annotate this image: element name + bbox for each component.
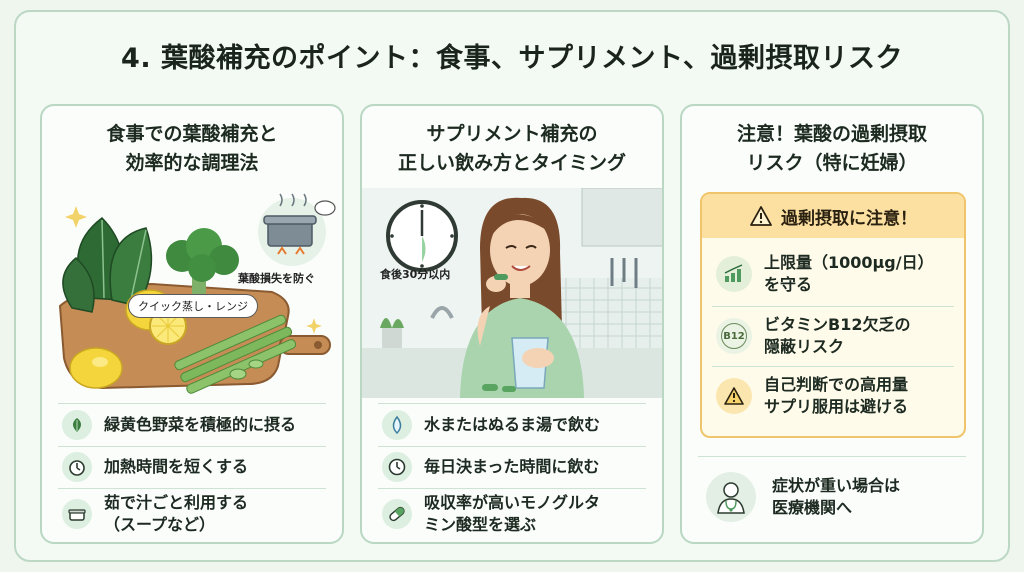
list-item: 吸収率が高いモノグルタ ミン酸型を選ぶ	[382, 492, 652, 536]
item-text-line-1: 茹で汁ごと利用する	[104, 493, 249, 512]
list-item: 茹で汁ごと利用する （スープなど）	[62, 492, 332, 536]
warning-item-text: 自己判断での高用量 サプリ服用は避ける	[764, 374, 908, 418]
water-drop-icon	[382, 410, 412, 440]
divider	[698, 456, 966, 457]
item-text: 緑黄色野菜を積極的に摂る	[104, 415, 297, 434]
warning-item-text: 上限量（1000μg/日） を守る	[764, 252, 934, 296]
doctor-advice-text-line-2: 医療機関へ	[772, 498, 853, 517]
woman-taking-supplement-illustration	[362, 188, 662, 398]
warning-triangle-icon	[750, 206, 772, 226]
panel-supplement-title: サプリメント補充の 正しい飲み方とタイミング	[362, 120, 662, 178]
item-text-line-1: 吸収率が高いモノグルタ	[424, 493, 601, 512]
panel-risk-title-line-2: リスク（特に妊婦）	[746, 152, 918, 174]
warning-item-text: ビタミンB12欠乏の 隠蔽リスク	[764, 314, 910, 358]
panel-supplement-title-line-1: サプリメント補充の	[426, 123, 598, 145]
item-text: 毎日決まった時間に飲む	[424, 457, 600, 476]
warning-header-text: 過剰摂取に注意！	[781, 208, 917, 229]
divider	[58, 446, 326, 447]
pot-caption: 葉酸損失を防ぐ	[238, 272, 315, 285]
doctor-advice-text-line-1: 症状が重い場合は	[772, 476, 901, 495]
timer-icon	[62, 452, 92, 482]
divider	[378, 446, 646, 447]
vegetables-cutting-board-illustration	[58, 193, 336, 394]
page-title: 4. 葉酸補充のポイント：食事、サプリメント、過剰摂取リスク	[121, 43, 903, 74]
panel-diet-title: 食事での葉酸補充と 効率的な調理法	[42, 120, 342, 178]
divider	[58, 403, 326, 404]
warning-box: 過剰摂取に注意！ 上限量（1000μg/日） を守る B12 ビタミンB12欠乏…	[700, 192, 966, 438]
divider	[378, 488, 646, 489]
warning-item-text-line-1: 上限量（1000μg/日）	[764, 253, 934, 272]
warning-item: B12 ビタミンB12欠乏の 隠蔽リスク	[716, 314, 956, 358]
list-item: 加熱時間を短くする	[62, 452, 332, 482]
clock-caption: 食後30分以内	[380, 268, 451, 281]
panel-risk-title-line-1: 注意！葉酸の過剰摂取	[736, 123, 927, 145]
warning-header: 過剰摂取に注意！	[702, 194, 964, 238]
divider	[712, 306, 954, 307]
item-text-line-2: ミン酸型を選ぶ	[424, 515, 537, 534]
divider	[378, 403, 646, 404]
doctor-advice-item: 症状が重い場合は 医療機関へ	[706, 472, 972, 522]
list-item: 緑黄色野菜を積極的に摂る	[62, 410, 332, 440]
capsule-icon	[382, 499, 412, 529]
divider	[712, 366, 954, 367]
panel-supplement: サプリメント補充の 正しい飲み方とタイミング	[360, 104, 664, 544]
warning-item-text-line-2: 隠蔽リスク	[764, 337, 845, 356]
warning-item-text-line-1: 自己判断での高用量	[764, 375, 909, 394]
b12-icon: B12	[716, 318, 752, 354]
warning-item-text-line-2: サプリ服用は避ける	[764, 397, 909, 416]
warning-item-text-line-2: を守る	[764, 275, 813, 294]
panel-diet: 食事での葉酸補充と 効率的な調理法	[40, 104, 344, 544]
panel-supplement-title-line-2: 正しい飲み方とタイミング	[397, 152, 626, 174]
item-text: 加熱時間を短くする	[104, 457, 249, 476]
warning-triangle-icon	[716, 378, 752, 414]
spinach-leaf-icon	[62, 410, 92, 440]
soup-pot-icon	[62, 499, 92, 529]
item-text: 茹で汁ごと利用する （スープなど）	[104, 492, 248, 536]
item-text: 吸収率が高いモノグルタ ミン酸型を選ぶ	[424, 492, 600, 536]
list-item: 毎日決まった時間に飲む	[382, 452, 652, 482]
divider	[58, 488, 326, 489]
warning-item: 上限量（1000μg/日） を守る	[716, 252, 956, 296]
item-text: 水またはぬるま湯で飲む	[424, 415, 601, 434]
panel-diet-title-line-2: 効率的な調理法	[125, 152, 259, 174]
rising-chart-icon	[716, 256, 752, 292]
doctor-advice-text: 症状が重い場合は 医療機関へ	[772, 475, 900, 519]
warning-item-text-line-1: ビタミンB12欠乏の	[764, 315, 911, 334]
b12-icon-label: B12	[721, 323, 747, 349]
panel-overdose-risk: 注意！葉酸の過剰摂取 リスク（特に妊婦） 過剰摂取に注意！ 上限量（1000μg…	[680, 104, 984, 544]
doctor-icon	[706, 472, 756, 522]
warning-item: 自己判断での高用量 サプリ服用は避ける	[716, 374, 956, 418]
list-item: 水またはぬるま湯で飲む	[382, 410, 652, 440]
clock-icon	[382, 452, 412, 482]
panel-diet-title-line-1: 食事での葉酸補充と	[106, 123, 278, 145]
panel-risk-title: 注意！葉酸の過剰摂取 リスク（特に妊婦）	[682, 120, 982, 178]
item-text-line-2: （スープなど）	[104, 515, 216, 534]
cooking-method-bubble: クイック蒸し・レンジ	[128, 294, 258, 318]
